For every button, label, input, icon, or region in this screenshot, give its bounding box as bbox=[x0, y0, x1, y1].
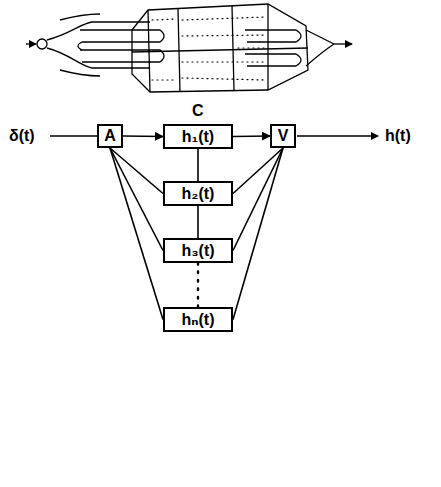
block-box: A bbox=[97, 124, 123, 148]
block-label: V bbox=[278, 128, 289, 144]
block-label: hₙ(t) bbox=[181, 312, 214, 328]
output-arrow bbox=[297, 135, 378, 137]
organ-outline bbox=[26, 4, 334, 92]
signal-name: h(t) bbox=[384, 128, 412, 144]
block-label: h₃(t) bbox=[181, 243, 214, 259]
flow-connector bbox=[233, 135, 270, 137]
flow-connector bbox=[197, 206, 199, 238]
flow-connector bbox=[110, 148, 163, 320]
block-box: hₙ(t) bbox=[163, 307, 233, 332]
block-box: V bbox=[270, 124, 296, 148]
block-label: A bbox=[104, 128, 116, 144]
flow-connector bbox=[233, 148, 283, 320]
block-box: h₂(t) bbox=[163, 181, 233, 206]
flow-connector bbox=[197, 149, 199, 181]
flow-connector bbox=[197, 263, 199, 307]
block-label: h₁(t) bbox=[182, 129, 214, 145]
flow-connector bbox=[110, 148, 163, 194]
compartment-label: C bbox=[191, 103, 205, 119]
block-label: h₂(t) bbox=[182, 186, 215, 202]
signal-name: δ(t) bbox=[8, 128, 36, 144]
block-box: h₃(t) bbox=[163, 238, 233, 263]
outflow-arrow bbox=[334, 43, 352, 44]
block-box: h₁(t) bbox=[163, 124, 233, 149]
input-wire bbox=[50, 135, 97, 137]
capillary-dots bbox=[152, 17, 266, 80]
flow-connector bbox=[123, 135, 163, 137]
flow-connector bbox=[233, 148, 283, 194]
